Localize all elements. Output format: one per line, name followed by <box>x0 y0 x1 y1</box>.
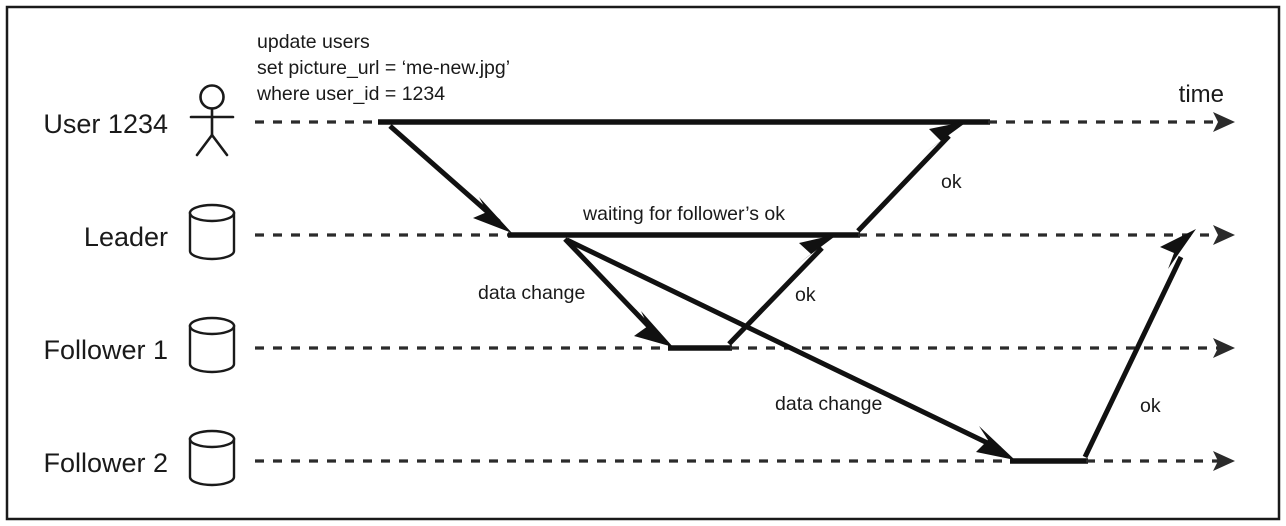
note-waiting-for-follower-ok: waiting for follower’s ok <box>582 203 785 225</box>
message-label-data-change-follower-2: data change <box>775 393 882 415</box>
message-line-ok-leader-user <box>856 134 951 233</box>
message-label-data-change-follower-1: data change <box>478 282 585 304</box>
message-line-write-request <box>388 124 501 224</box>
message-arrowhead-ok-leader-user <box>927 121 968 151</box>
database-cylinder-icon-leader <box>188 203 236 261</box>
participant-label-follower-1: Follower 1 <box>43 335 168 365</box>
message-label-ok-follower-1: ok <box>795 284 816 306</box>
message-arrowhead-data-change-follower-1 <box>634 311 673 347</box>
message-arrowhead-write-request <box>473 197 512 233</box>
database-cylinder-icon-follower-1 <box>188 316 236 374</box>
time-axis-label: time <box>1179 81 1224 108</box>
diagram-border <box>5 5 1281 521</box>
sql-note-line-1: update users <box>257 31 370 53</box>
message-arrowhead-ok-follower-1 <box>798 234 838 264</box>
sql-note-line-3: where user_id = 1234 <box>256 83 445 105</box>
lifeline-arrow-user <box>1213 112 1235 132</box>
message-line-data-change-follower-2 <box>565 237 1002 452</box>
message-label-ok-follower-2: ok <box>1140 395 1161 417</box>
actor-stick-figure-icon <box>189 84 235 157</box>
message-label-ok-leader-user: ok <box>941 171 962 193</box>
message-line-data-change-follower-1 <box>563 237 660 338</box>
sql-note-line-2: set picture_url = ‘me-new.jpg’ <box>257 57 510 79</box>
message-line-ok-follower-1 <box>727 246 824 346</box>
message-arrowhead-ok-follower-2 <box>1160 229 1196 269</box>
lifeline-arrow-leader <box>1213 225 1235 245</box>
participant-label-leader: Leader <box>84 222 168 252</box>
participant-label-user: User 1234 <box>43 109 168 139</box>
message-arrowhead-data-change-follower-2 <box>976 426 1015 460</box>
database-cylinder-icon-follower-2 <box>188 429 236 487</box>
lifeline-arrow-follower-1 <box>1213 338 1235 358</box>
participant-label-follower-2: Follower 2 <box>43 448 168 478</box>
message-line-ok-follower-2 <box>1082 255 1184 459</box>
lifeline-arrow-follower-2 <box>1213 451 1235 471</box>
